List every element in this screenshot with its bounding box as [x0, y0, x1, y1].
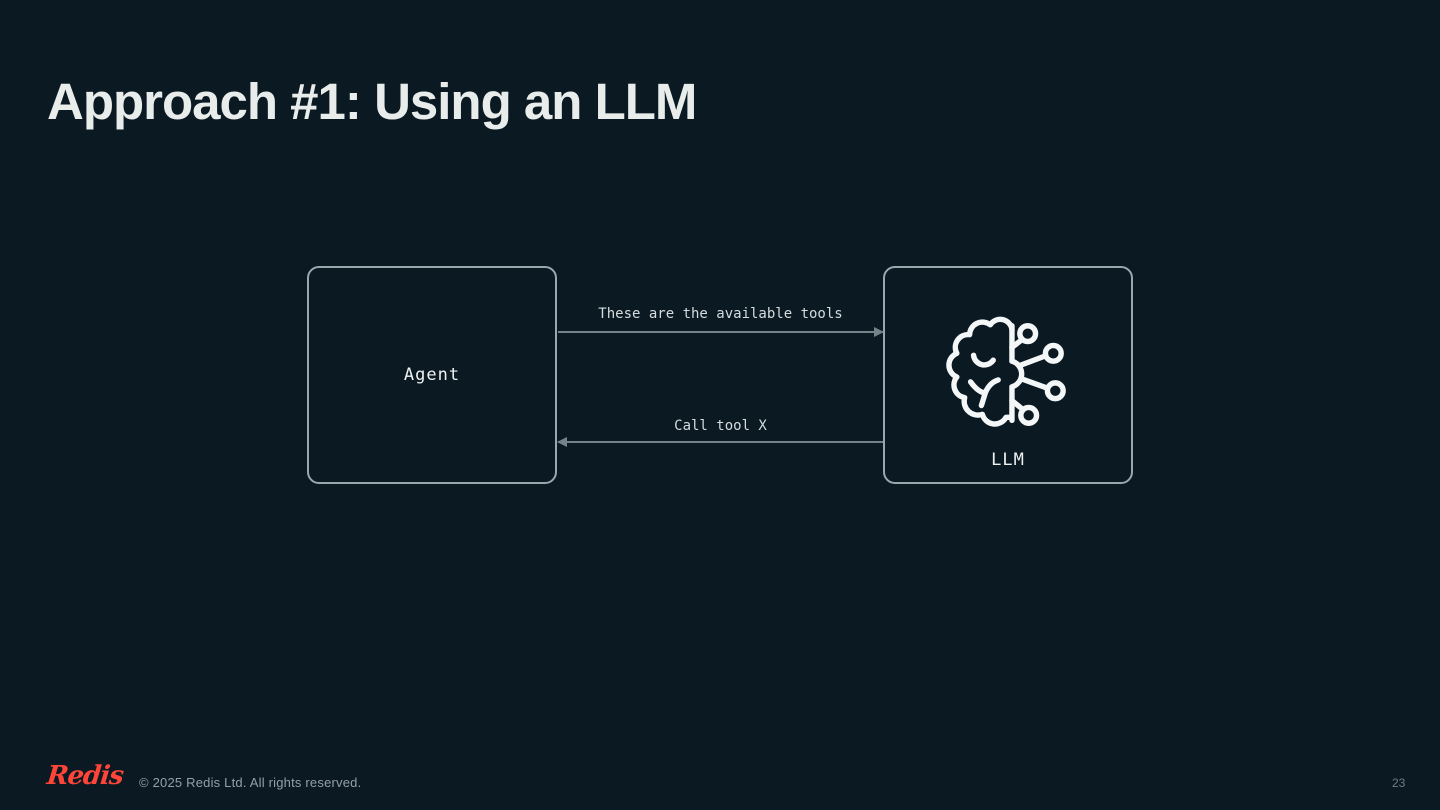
llm-box-label: LLM: [991, 450, 1025, 470]
arrow-label-available-tools: These are the available tools: [598, 306, 843, 322]
agent-box-label: Agent: [403, 365, 461, 385]
agent-box: Agent: [307, 266, 557, 484]
redis-logo: Redis: [45, 761, 125, 791]
page-number: 23: [1392, 776, 1406, 790]
arrow-llm-to-agent: [557, 437, 883, 447]
arrow-agent-to-llm: [558, 327, 884, 337]
copyright-text: © 2025 Redis Ltd. All rights reserved.: [139, 775, 362, 790]
llm-box: LLM: [883, 266, 1133, 484]
ai-brain-icon: [946, 316, 1066, 427]
slide-title: Approach #1: Using an LLM: [47, 73, 697, 130]
arrow-label-call-tool: Call tool X: [674, 418, 767, 434]
arrowhead-right-icon: [874, 327, 884, 337]
arrowhead-left-icon: [557, 437, 567, 447]
